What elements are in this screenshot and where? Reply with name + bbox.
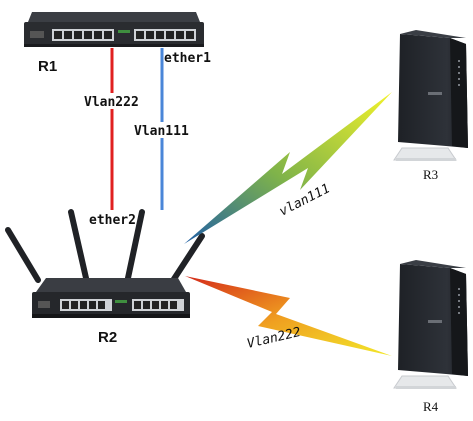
vlan222-wire-label: Vlan222 [84, 95, 139, 110]
access-point-r3 [393, 30, 468, 161]
antenna-icon [5, 209, 205, 285]
r2-port-group-left [60, 299, 112, 311]
r2-label: R2 [98, 329, 117, 346]
wireless-link-r4 [185, 276, 392, 356]
r1-port-label: ether1 [164, 51, 211, 66]
wireless-r3-label: vlan111 [277, 181, 333, 219]
r3-label: R3 [423, 167, 438, 182]
r1-port-group-right [134, 29, 196, 41]
wireless-link-r3 [184, 92, 392, 244]
r4-label: R4 [423, 399, 439, 414]
router-r2 [5, 209, 205, 318]
r1-label: R1 [38, 58, 57, 75]
r1-port-group-left [52, 29, 114, 41]
r2-port-label: ether2 [89, 213, 136, 228]
access-point-r4 [393, 260, 468, 389]
vlan111-wire-label: Vlan111 [134, 124, 189, 139]
router-r1 [24, 12, 204, 47]
r2-port-group-right [132, 299, 184, 311]
